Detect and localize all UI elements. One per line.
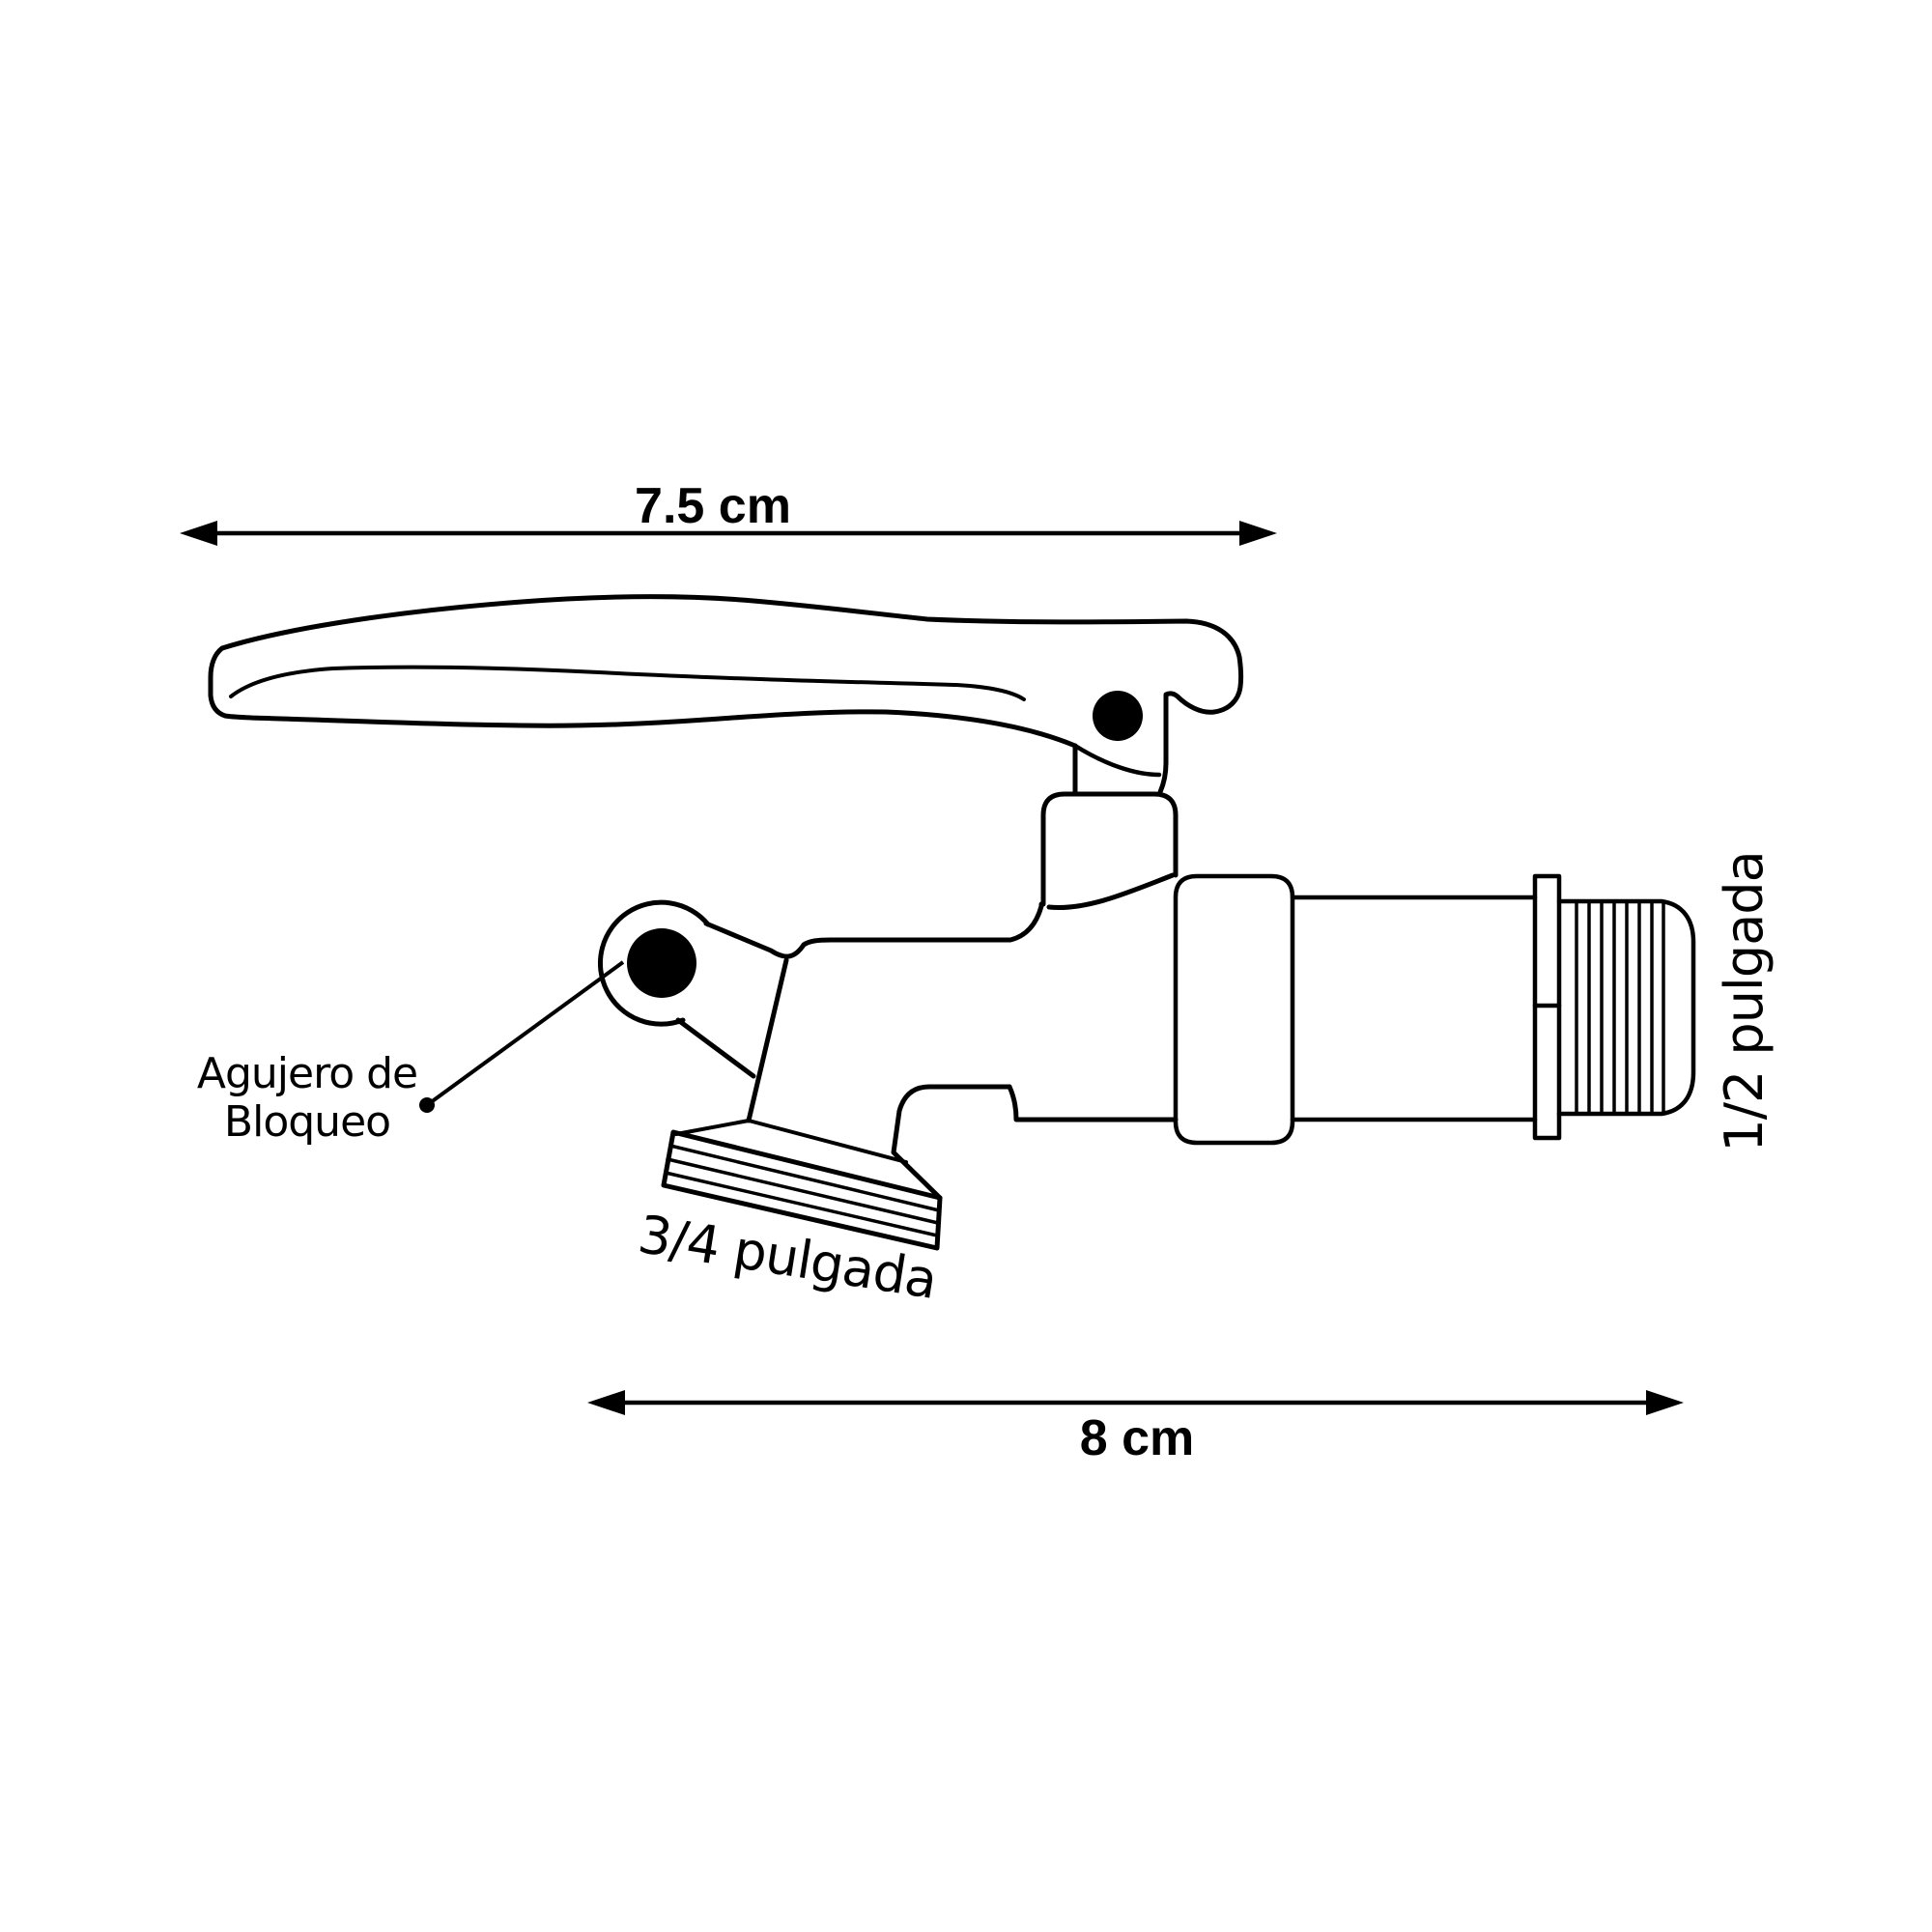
inlet-assembly <box>1173 873 1696 1146</box>
handle-boss-curve <box>1072 743 1162 778</box>
collar-ridge-1 <box>668 1144 941 1212</box>
spout-left-edge <box>746 957 789 1123</box>
arrowhead-left-icon <box>587 1390 625 1415</box>
body-bottom-edge <box>891 1084 1012 1201</box>
bonnet <box>1040 791 1179 907</box>
arrowhead-left-icon <box>180 521 217 546</box>
lock-hole-leader <box>419 960 625 1113</box>
handle-bottom-outline <box>208 645 1078 749</box>
body-block-bottom <box>1007 1084 1179 1122</box>
handle-top-outline <box>219 594 1244 795</box>
thread-outline <box>1556 898 1696 1117</box>
body-length-dimension-label: 8 cm <box>1079 1410 1195 1466</box>
lock-hole-annotation-line1: Agujero de <box>196 1049 418 1098</box>
handle-crease-line <box>229 665 1026 701</box>
lock-hole-annotation: Agujero de Bloqueo <box>196 1049 418 1147</box>
hex-nut <box>1173 873 1295 1146</box>
pivot-screw-dot <box>1093 691 1143 741</box>
collar-outline <box>661 1129 943 1251</box>
inlet-size-label: 1/2 pulgada <box>1714 851 1775 1152</box>
spout-collar <box>661 1119 943 1251</box>
bonnet-outline <box>1040 791 1179 907</box>
lug-lower-tangent <box>675 1017 756 1079</box>
bottom-dimension-arrow <box>587 1390 1684 1415</box>
body-top-edge <box>703 901 1044 959</box>
leader-line <box>425 960 625 1107</box>
arrowhead-right-icon <box>1646 1390 1684 1415</box>
body-shoulder-curve <box>1046 872 1176 911</box>
leader-dot <box>419 1097 435 1113</box>
collar-rim-line <box>674 1119 908 1164</box>
arrowhead-right-icon <box>1239 521 1277 546</box>
lug-arc <box>598 899 711 1027</box>
valve-body <box>703 872 1179 1201</box>
thread-lines <box>1575 902 1665 1113</box>
collar-ridge-2 <box>666 1157 940 1225</box>
lock-lug-and-spout <box>598 899 789 1123</box>
lever-handle <box>208 594 1244 795</box>
top-dimension-arrow <box>180 521 1277 546</box>
collar-ridge-3 <box>664 1171 939 1237</box>
lock-hole <box>627 928 696 998</box>
handle-width-dimension-label: 7.5 cm <box>635 478 791 534</box>
lock-hole-annotation-line2: Bloqueo <box>223 1097 391 1147</box>
